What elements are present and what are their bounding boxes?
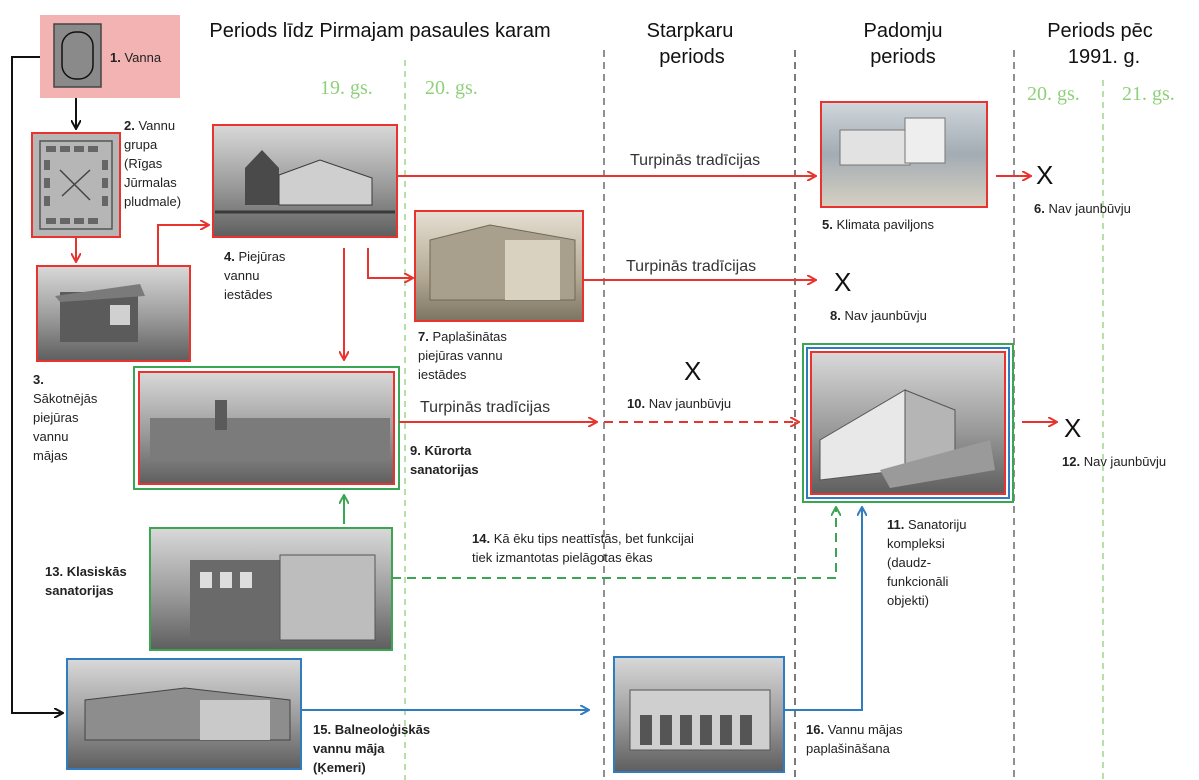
century-20-a: 20. gs. [425, 77, 478, 99]
svg-text:Sākotnējās: Sākotnējās [33, 391, 98, 406]
header-soviet-line1: Padomju [864, 20, 943, 42]
node-15-balneological-bath-house: 15. Balneoloģiskās vannu māja (Ķemeri) [66, 658, 430, 775]
svg-text:vannu māja: vannu māja [313, 741, 385, 756]
flow-labels: Turpinās tradīcijas Turpinās tradīcijas … [420, 152, 760, 565]
svg-text:9. Kūrorta: 9. Kūrorta [410, 443, 472, 458]
svg-text:funkcionāli: funkcionāli [887, 574, 949, 589]
svg-text:paplašināšana: paplašināšana [806, 741, 891, 756]
header-post1991-line2: 1991. g. [1068, 46, 1140, 68]
svg-text:2. Vannu: 2. Vannu [124, 118, 175, 133]
green-arrows [344, 496, 836, 579]
svg-text:pludmale): pludmale) [124, 194, 181, 209]
period-headers: Periods līdz Pirmajam pasaules karam Sta… [209, 20, 1152, 68]
no-new-construction-markers: X 6. Nav jaunbūvju X 8. Nav jaunbūvju X … [627, 160, 1166, 469]
node-4-seaside-bath-institutions: 4. Piejūras vannu iestādes [212, 124, 398, 302]
node-13-classic-sanatoria: 13. Klasiskās sanatorijas [45, 527, 393, 651]
red-arrows [76, 176, 1056, 422]
svg-text:16. Vannu mājas: 16. Vannu mājas [806, 722, 903, 737]
svg-text:sanatorijas: sanatorijas [410, 462, 479, 477]
svg-text:tiek izmantotas pielāgotas ēka: tiek izmantotas pielāgotas ēkas [472, 550, 653, 565]
x-mark-6: X [1036, 160, 1053, 190]
flow-label-continues-3: Turpinās tradīcijas [420, 399, 550, 416]
svg-text:kompleksi: kompleksi [887, 536, 945, 551]
svg-text:vannu: vannu [33, 429, 68, 444]
svg-text:piejūras vannu: piejūras vannu [418, 348, 503, 363]
svg-text:vannu: vannu [224, 268, 259, 283]
black-arrows [11, 56, 76, 713]
century-21: 21. gs. [1122, 83, 1175, 105]
svg-text:Jūrmalas: Jūrmalas [124, 175, 177, 190]
century-19: 19. gs. [320, 77, 373, 99]
svg-text:15. Balneoloģiskās: 15. Balneoloģiskās [313, 722, 430, 737]
svg-text:(daudz-: (daudz- [887, 555, 931, 570]
century-labels: 19. gs. 20. gs. 20. gs. 21. gs. [320, 77, 1175, 105]
svg-text:1. Vanna: 1. Vanna [110, 50, 162, 65]
svg-text:5. Klimata paviljons: 5. Klimata paviljons [822, 217, 935, 232]
svg-text:piejūras: piejūras [33, 410, 79, 425]
x-mark-8: X [834, 267, 851, 297]
x-mark-10: X [684, 356, 701, 386]
blue-arrows [301, 508, 862, 710]
svg-text:mājas: mājas [33, 448, 68, 463]
node-11-sanatorium-complexes: 11. Sanatoriju kompleksi (daudz- funkcio… [802, 343, 1014, 608]
flow-label-continues-2: Turpinās tradīcijas [626, 258, 756, 275]
svg-text:(Rīgas: (Rīgas [124, 156, 163, 171]
node-interwar-bath-house-photo: 16. Vannu mājas paplašināšana [613, 656, 903, 773]
header-interwar-line2: periods [659, 46, 725, 68]
svg-text:3.: 3. [33, 372, 44, 387]
svg-text:12. Nav jaunbūvju: 12. Nav jaunbūvju [1062, 454, 1166, 469]
svg-text:11. Sanatoriju: 11. Sanatoriju [887, 517, 967, 532]
svg-text:10. Nav jaunbūvju: 10. Nav jaunbūvju [627, 396, 731, 411]
svg-text:(Ķemeri): (Ķemeri) [313, 760, 366, 775]
node-3-initial-seaside-bath-houses: 3. Sākotnējās piejūras vannu mājas [33, 265, 191, 463]
svg-text:8. Nav jaunbūvju: 8. Nav jaunbūvju [830, 308, 927, 323]
header-interwar-line1: Starpkaru [647, 20, 734, 42]
node-2-bath-group-plan: 2. Vannu grupa (Rīgas Jūrmalas pludmale) [31, 118, 181, 238]
svg-text:13. Klasiskās: 13. Klasiskās [45, 564, 127, 579]
svg-text:objekti): objekti) [887, 593, 929, 608]
svg-text:14. Kā ēku tips neattīstās, be: 14. Kā ēku tips neattīstās, bet funkcija… [472, 531, 694, 546]
header-pre-ww1: Periods līdz Pirmajam pasaules karam [209, 20, 550, 42]
svg-text:4. Piejūras: 4. Piejūras [224, 249, 286, 264]
header-soviet-line2: periods [870, 46, 936, 68]
header-post1991-line1: Periods pēc [1047, 20, 1153, 42]
svg-text:grupa: grupa [124, 137, 158, 152]
svg-text:sanatorijas: sanatorijas [45, 583, 114, 598]
node-7-extended-seaside-bath-institutions: 7. Paplašinātas piejūras vannu iestādes [414, 210, 584, 382]
svg-text:iestādes: iestādes [418, 367, 467, 382]
svg-text:iestādes: iestādes [224, 287, 273, 302]
x-mark-12: X [1064, 413, 1081, 443]
node-9-resort-sanatoria: 9. Kūrorta sanatorijas [133, 366, 479, 490]
svg-text:6. Nav jaunbūvju: 6. Nav jaunbūvju [1034, 201, 1131, 216]
node-5-climate-pavilion: 5. Klimata paviljons [820, 101, 988, 232]
svg-text:7. Paplašinātas: 7. Paplašinātas [418, 329, 507, 344]
node-1-vanna: 1. Vanna [40, 15, 180, 98]
century-20-b: 20. gs. [1027, 83, 1080, 105]
flow-label-continues-1: Turpinās tradīcijas [630, 152, 760, 169]
